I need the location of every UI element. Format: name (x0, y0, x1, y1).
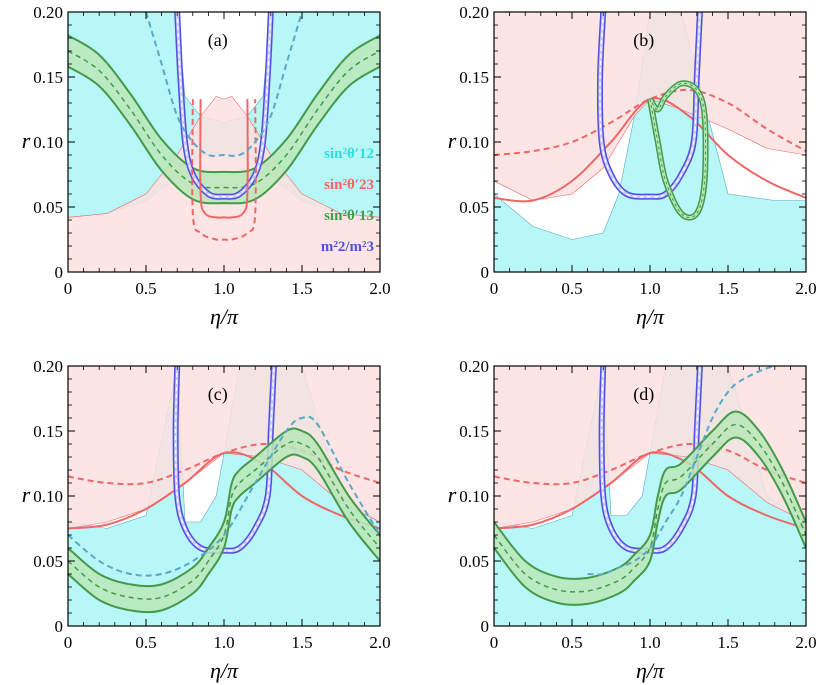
y-tick-label: 0.20 (459, 3, 489, 22)
red-solid-line (494, 451, 806, 530)
red-dashed-line (191, 99, 257, 241)
x-tick-label: 1.0 (213, 633, 234, 652)
x-axis-title: η/π (210, 304, 239, 329)
y-axis-title: r (22, 482, 31, 507)
y-axis-title: r (448, 482, 457, 507)
y-tick-label: 0.15 (33, 68, 63, 87)
green-loop-dash (649, 82, 707, 219)
legend-entry: sin²θ′12 (324, 146, 374, 162)
panel-tag: (c) (208, 384, 228, 405)
plot-area (68, 12, 380, 272)
legend-entry: sin²θ′13 (324, 208, 374, 224)
red-solid-line (199, 99, 249, 219)
x-tick-label: 1.5 (717, 279, 738, 298)
y-axis-title: r (22, 128, 31, 153)
panel-0: 0 0.5 1.0 1.5 2.0 0 0.05 0.10 0.15 0.20 η/π r (a) sin… (22, 3, 391, 329)
panel-1: 0 0.5 1.0 1.5 2.0 0 0.05 0.10 0.15 0.20 η/π r (b) (448, 3, 817, 329)
blue-loop-dash (176, 12, 272, 198)
y-tick-label: 0.05 (33, 552, 63, 571)
plot-area (494, 366, 806, 626)
y-tick-label: 0 (55, 263, 64, 282)
x-tick-label: 0.5 (561, 279, 582, 298)
green-band-upper (68, 34, 380, 174)
y-tick-label: 0 (55, 617, 64, 636)
y-tick-label: 0.15 (33, 422, 63, 441)
x-tick-label: 1.5 (291, 633, 312, 652)
y-tick-label: 0.15 (459, 422, 489, 441)
x-tick-label: 2.0 (369, 633, 390, 652)
y-tick-label: 0 (481, 263, 490, 282)
cyan-dashed-line (145, 12, 303, 157)
x-tick-label: 0 (490, 279, 499, 298)
y-tick-label: 0.05 (33, 198, 63, 217)
x-tick-label: 0 (64, 279, 73, 298)
plot-area (494, 12, 806, 272)
green-band-center (68, 50, 380, 189)
y-tick-label: 0.10 (33, 133, 63, 152)
x-tick-label: 2.0 (795, 279, 816, 298)
x-tick-label: 2.0 (369, 279, 390, 298)
x-tick-label: 0 (64, 633, 73, 652)
blue-loop-dash (599, 12, 701, 198)
x-tick-label: 1.5 (717, 633, 738, 652)
y-axis-title: r (448, 128, 457, 153)
plot-area (68, 366, 380, 626)
panel-3: 0 0.5 1.0 1.5 2.0 0 0.05 0.10 0.15 0.20 η/π r (d) (448, 357, 817, 683)
y-tick-label: 0.20 (459, 357, 489, 376)
green-band-fill (68, 35, 380, 204)
x-tick-label: 1.5 (291, 279, 312, 298)
y-tick-label: 0 (481, 617, 490, 636)
panel-tag: (d) (633, 384, 654, 405)
green-band-fill (494, 411, 806, 605)
x-tick-label: 1.0 (639, 633, 660, 652)
y-tick-label: 0.20 (33, 357, 63, 376)
x-tick-label: 2.0 (795, 633, 816, 652)
region-cyan (494, 12, 806, 272)
panel-tag: (a) (208, 30, 228, 51)
x-tick-label: 0.5 (561, 633, 582, 652)
green-band-center (494, 423, 806, 593)
y-tick-label: 0.10 (459, 133, 489, 152)
x-tick-label: 0.5 (135, 279, 156, 298)
green-band-center (68, 440, 380, 600)
cyan-dashed-line (68, 415, 380, 577)
x-tick-label: 1.0 (639, 279, 660, 298)
x-tick-label: 0 (490, 633, 499, 652)
legend-entry: sin²θ′23 (324, 177, 374, 193)
green-band-lower (68, 453, 380, 614)
cyan-dashed-line (587, 366, 806, 576)
y-tick-label: 0.15 (459, 68, 489, 87)
y-tick-label: 0.05 (459, 552, 489, 571)
x-tick-label: 1.0 (213, 279, 234, 298)
legend-entry: m²2/m²3 (321, 239, 374, 255)
red-solid-line (68, 451, 380, 530)
y-tick-label: 0.10 (33, 487, 63, 506)
x-axis-title: η/π (210, 658, 239, 683)
panel-2: 0 0.5 1.0 1.5 2.0 0 0.05 0.10 0.15 0.20 η/π r (c) (22, 357, 391, 683)
green-band-lower (68, 65, 380, 205)
green-band-lower (494, 436, 806, 606)
green-band-upper (68, 427, 380, 588)
green-band-fill (68, 428, 380, 613)
x-axis-title: η/π (636, 304, 665, 329)
y-tick-label: 0.05 (459, 198, 489, 217)
panel-tag: (b) (633, 30, 654, 51)
green-band-upper (494, 410, 806, 580)
region-pink (494, 12, 806, 201)
x-axis-title: η/π (636, 658, 665, 683)
red-dashed-line (494, 88, 806, 156)
y-tick-label: 0.20 (33, 3, 63, 22)
x-tick-label: 0.5 (135, 633, 156, 652)
y-tick-label: 0.10 (459, 487, 489, 506)
